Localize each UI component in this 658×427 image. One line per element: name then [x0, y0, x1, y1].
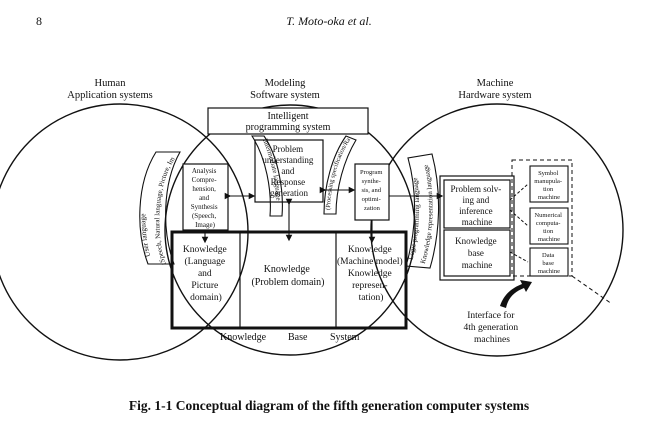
page-number: 8 [36, 14, 42, 28]
knowledge-base-machine-label: Knowledge base machine [455, 236, 499, 270]
modeling-circle [164, 104, 416, 356]
knowledge-base-system-label: Knowledge Base System [220, 332, 360, 343]
numerical-machine-label: Numerical computa- tion machine [534, 212, 563, 243]
database-machine-label: Data base machine [538, 252, 560, 275]
problem-understanding-label: Problem understanding and Response gener… [262, 144, 315, 198]
running-header: T. Moto-oka et al. [286, 14, 372, 28]
knowledge-language-label: Knowledge (Language and Picture domain) [183, 245, 229, 303]
machine-circle [370, 103, 624, 357]
program-synthesis-box [354, 163, 390, 221]
band-knowledge-rep: Knowledge representation language [419, 164, 435, 265]
numerical-machine-box [529, 207, 569, 245]
symbol-machine-label: Symbol manupula- tion machine [534, 170, 563, 201]
problem-solving-box [443, 179, 511, 229]
interface-arrow-icon [500, 280, 532, 308]
interface-label: Interface for 4th generation machines [464, 310, 521, 345]
figure-caption: Fig. 1-1 Conceptual diagram of the fifth… [128, 398, 530, 413]
problem-solving-label: Problem solv- ing and inference machine [451, 184, 504, 227]
symbol-machine-box [529, 165, 569, 203]
analysis-box [182, 163, 229, 231]
database-machine-box [529, 247, 569, 277]
knowledge-base-machine-box [443, 229, 511, 277]
band-user-language: User language [138, 213, 152, 258]
analysis-label: Analysis Compre- hension, and Synthesis … [191, 167, 220, 229]
program-synthesis-label: Program synthe- sis, and optimi- zation [360, 169, 384, 212]
band-speech: (Speech, Natural language, Picture, Imag… [0, 0, 177, 266]
knowledge-machine-label: Knowledge (Machine model) Knowledge repr… [337, 245, 405, 303]
knowledge-problem-label: Knowledge (Problem domain) [251, 264, 324, 288]
intelligent-programming-box [207, 107, 369, 135]
